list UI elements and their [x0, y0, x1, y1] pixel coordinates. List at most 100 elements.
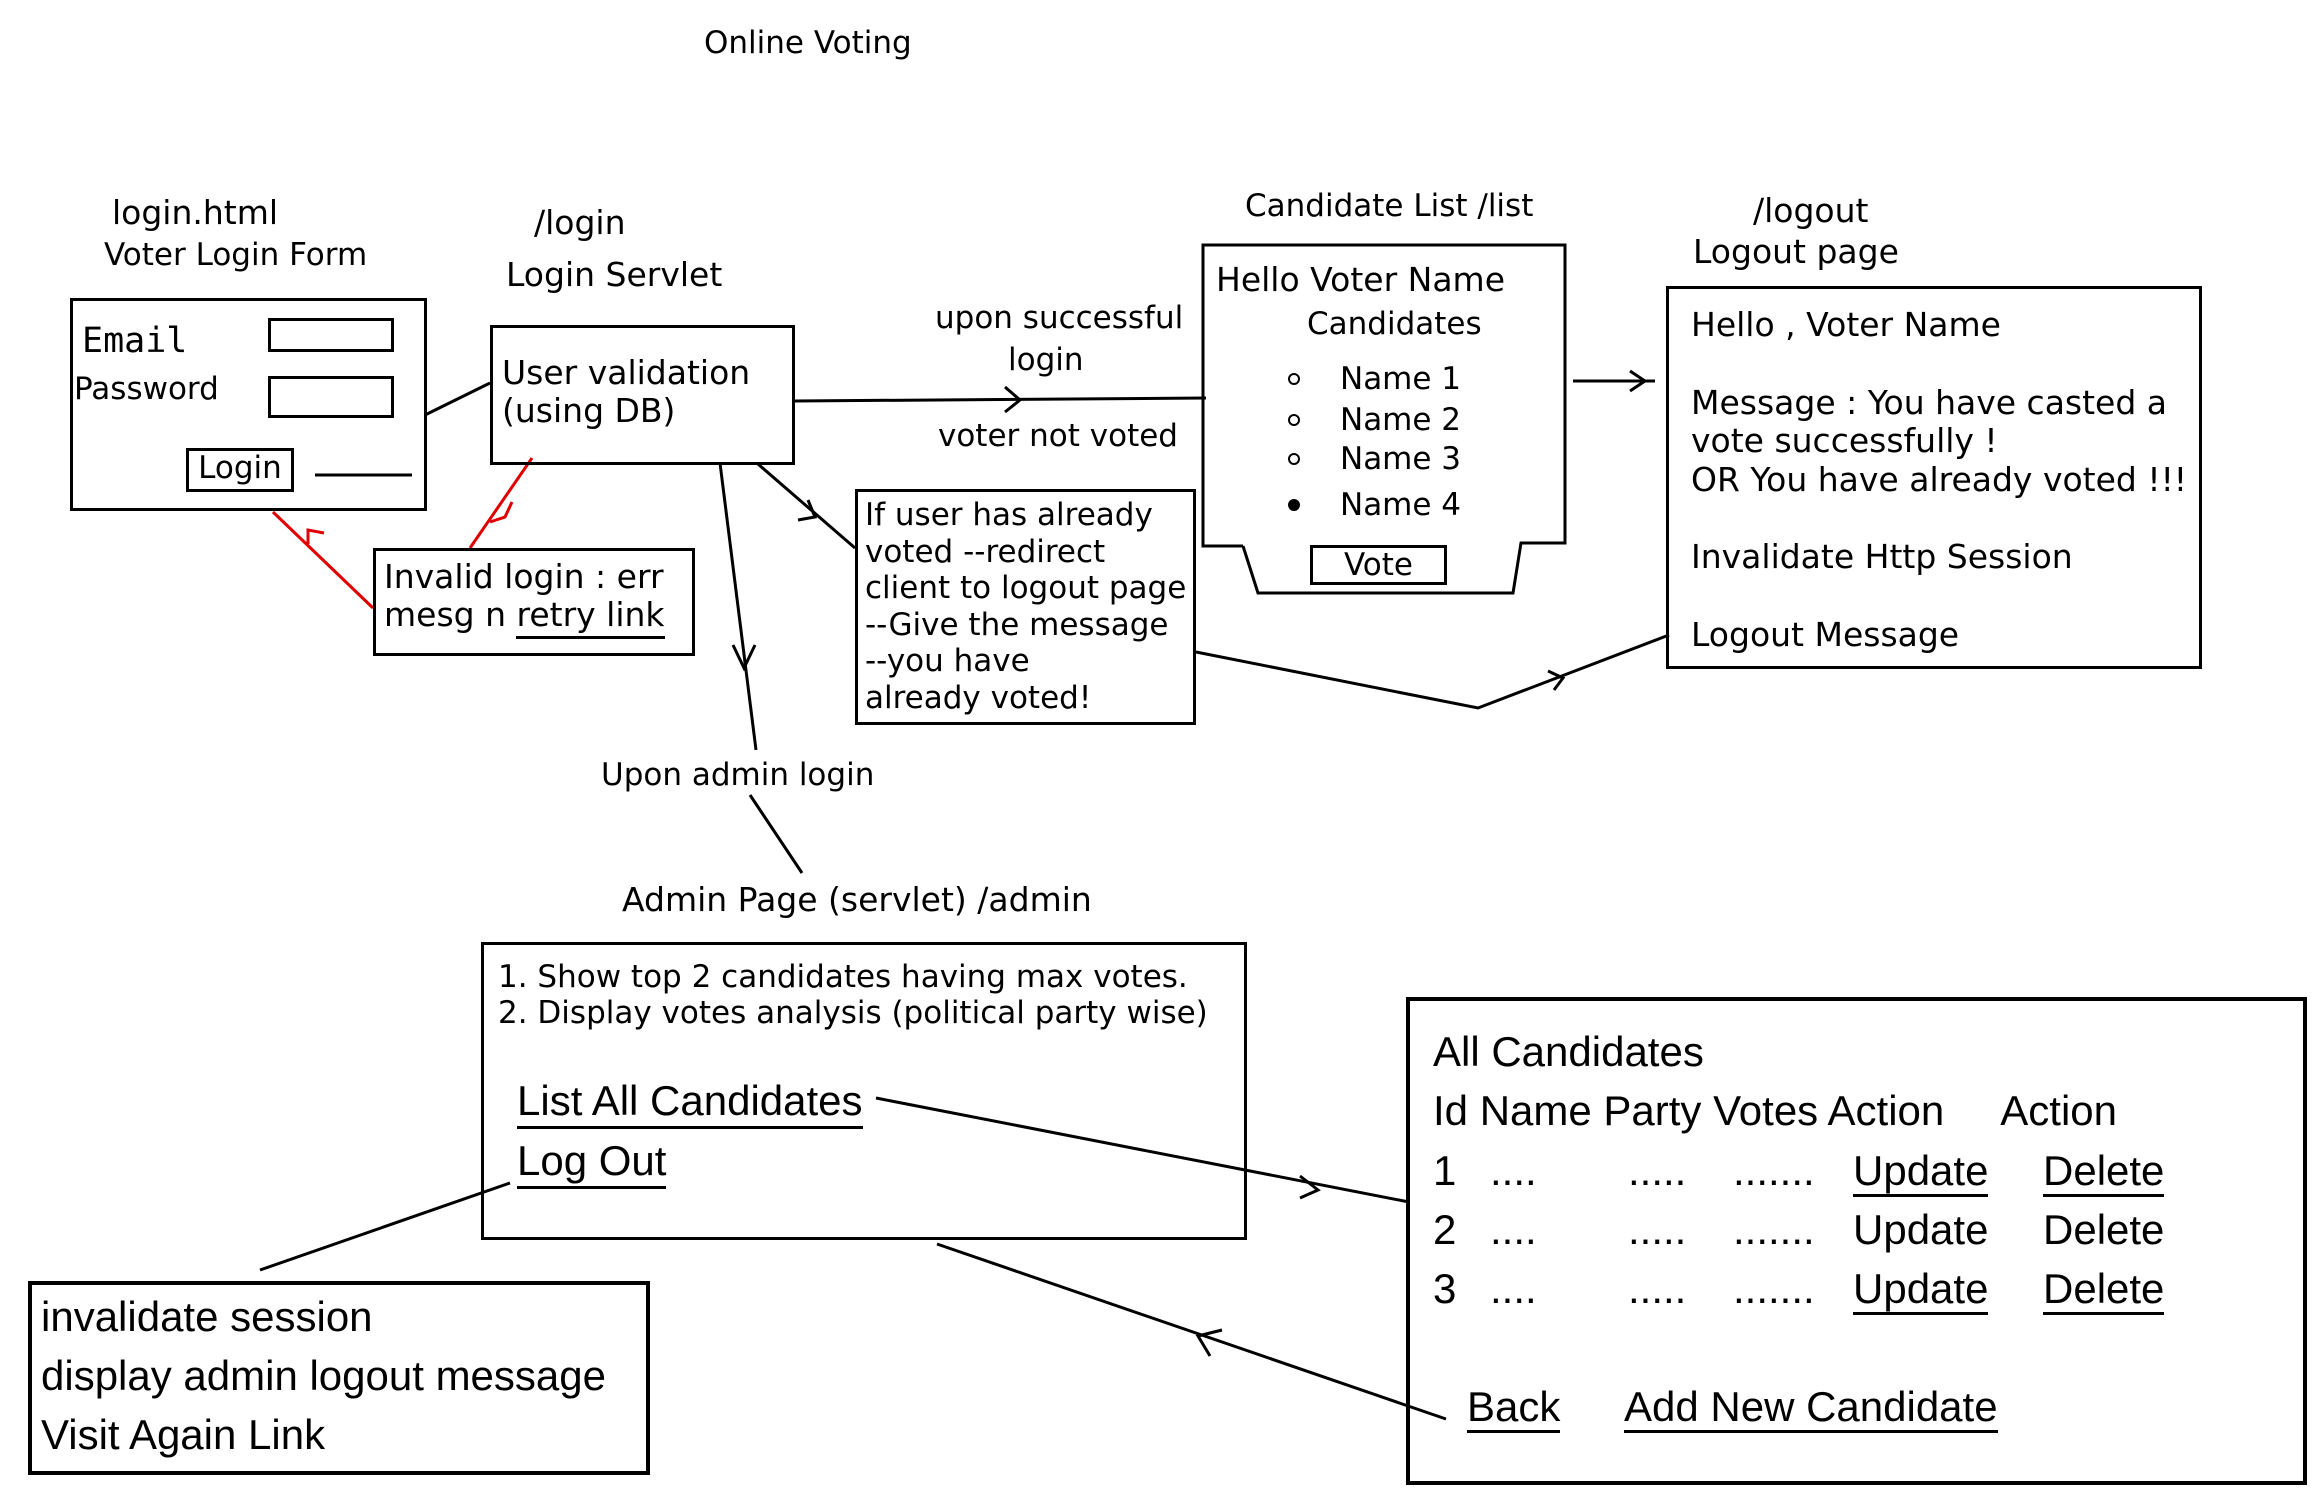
update-link[interactable]: Update — [1853, 1150, 1989, 1197]
edge-admin-to-back — [936, 1242, 1447, 1421]
invalid-login-line-2: mesg n retry link — [384, 595, 665, 639]
row-id: 3 — [1433, 1265, 1457, 1312]
candidate-list-caption: Candidate List /list — [1245, 188, 1534, 224]
admin-logout-link[interactable]: Log Out — [517, 1137, 667, 1189]
admin-page-box — [481, 942, 1247, 1240]
row-votes: ....... — [1733, 1147, 1815, 1194]
admin-logout-line-2: display admin logout message — [41, 1352, 606, 1399]
candidate-list-heading: Candidates — [1307, 306, 1482, 342]
edge-label-success-2: login — [1008, 342, 1084, 378]
option-4-label: Name 4 — [1340, 487, 1462, 523]
row-id: 2 — [1433, 1206, 1457, 1253]
servlet-line-2: (using DB) — [502, 391, 676, 430]
edge-list-to-all-candidates — [875, 1096, 1410, 1204]
admin-page-caption: Admin Page (servlet) /admin — [622, 880, 1092, 919]
arrowhead-list — [1004, 385, 1023, 414]
logout-caption: Logout page — [1693, 232, 1899, 271]
arrowhead-back — [1195, 1328, 1223, 1357]
edge-already-voted-to-logout — [1195, 633, 1670, 710]
edge-admin-label-to-page — [748, 794, 804, 874]
row-name: .... — [1490, 1206, 1537, 1253]
password-label: Password — [74, 371, 219, 407]
page-title: Online Voting — [704, 25, 912, 61]
login-form-box — [70, 298, 427, 511]
retry-link[interactable]: retry link — [516, 595, 665, 639]
edge-servlet-to-admin — [718, 462, 758, 751]
vote-button[interactable]: Vote — [1310, 545, 1447, 585]
logout-greeting: Hello , Voter Name — [1691, 305, 2001, 344]
row-votes: ....... — [1733, 1206, 1815, 1253]
delete-link[interactable]: Delete — [2043, 1268, 2165, 1315]
row-votes: ....... — [1733, 1265, 1815, 1312]
delete-link[interactable]: Delete — [2043, 1150, 2165, 1197]
radio-option-2[interactable] — [1288, 414, 1300, 426]
option-3-label: Name 3 — [1340, 441, 1462, 477]
login-servlet-box — [490, 325, 795, 465]
radio-option-3[interactable] — [1288, 453, 1300, 465]
radio-option-4-selected[interactable] — [1288, 499, 1300, 511]
password-field[interactable] — [268, 376, 394, 418]
email-label: Email — [82, 321, 188, 361]
row-id: 1 — [1433, 1147, 1457, 1194]
candidate-list-greeting: Hello Voter Name — [1216, 260, 1505, 299]
invalid-login-line-1: Invalid login : err — [384, 557, 664, 596]
admin-item-1: 1. Show top 2 candidates having max vote… — [498, 959, 1188, 995]
logout-message-3: OR You have already voted !!! — [1691, 460, 2188, 499]
row-party: ..... — [1628, 1206, 1687, 1253]
arrowhead-already-voted — [797, 499, 818, 522]
arrowhead-already-to-logout — [1547, 669, 1566, 691]
servlet-line-1: User validation — [502, 353, 751, 392]
already-voted-line: --Give the message — [865, 606, 1169, 643]
edge-logout-to-admin-logout — [259, 1181, 511, 1272]
admin-logout-box — [28, 1281, 650, 1475]
row-party: ..... — [1628, 1147, 1687, 1194]
already-voted-line: client to logout page — [865, 570, 1187, 606]
arrowhead-all-candidates — [1299, 1174, 1321, 1200]
logout-message-1: Message : You have casted a — [1691, 383, 2168, 422]
update-link[interactable]: Update — [1853, 1268, 1989, 1315]
edge-servlet-to-already-voted — [757, 462, 856, 550]
login-button[interactable]: Login — [186, 448, 294, 492]
admin-logout-line-3: Visit Again Link — [41, 1411, 326, 1458]
edge-form-to-servlet — [424, 381, 491, 417]
already-voted-line: If user has already — [865, 497, 1153, 533]
logout-page-box — [1666, 286, 2202, 669]
logout-final-message: Logout Message — [1691, 615, 1960, 654]
already-voted-line: --you have — [865, 643, 1030, 679]
add-new-candidate-link[interactable]: Add New Candidate — [1624, 1386, 1998, 1433]
all-candidates-headers: Id Name Party Votes Action Action — [1433, 1087, 2118, 1134]
login-form-caption: Voter Login Form — [104, 237, 368, 273]
row-party: ..... — [1628, 1265, 1687, 1312]
logout-invalidate: Invalidate Http Session — [1691, 537, 2073, 576]
delete-link[interactable]: Delete — [2043, 1206, 2165, 1253]
invalid-login-text: mesg n — [384, 595, 517, 634]
login-servlet-path: /login — [534, 203, 626, 242]
edge-invalid-to-form — [271, 510, 375, 610]
already-voted-box — [855, 489, 1196, 725]
list-all-candidates-link[interactable]: List All Candidates — [517, 1077, 863, 1129]
login-servlet-caption: Login Servlet — [506, 255, 723, 294]
edge-servlet-to-invalid — [468, 457, 534, 549]
email-field[interactable] — [268, 318, 394, 352]
update-link[interactable]: Update — [1853, 1206, 1989, 1253]
option-1-label: Name 1 — [1340, 361, 1462, 397]
edge-label-admin-login: Upon admin login — [601, 757, 875, 793]
already-voted-line: already voted! — [865, 679, 1092, 716]
admin-logout-line-1: invalidate session — [41, 1293, 373, 1340]
already-voted-line: voted --redirect — [865, 533, 1106, 570]
admin-logout-label: Log Out — [517, 1137, 667, 1189]
arrowhead-logout — [1629, 369, 1648, 393]
radio-option-1[interactable] — [1288, 373, 1300, 385]
edge-servlet-to-list — [794, 396, 1207, 403]
edge-label-not-voted: voter not voted — [938, 418, 1178, 454]
back-link[interactable]: Back — [1467, 1386, 1561, 1433]
invalid-login-box — [373, 548, 695, 656]
all-candidates-box — [1406, 997, 2307, 1485]
row-name: .... — [1490, 1265, 1537, 1312]
logout-message-2: vote successfully ! — [1691, 421, 1998, 460]
already-voted-text: If user has already voted --redirect cli… — [865, 497, 1186, 716]
all-candidates-title: All Candidates — [1433, 1028, 1704, 1075]
admin-item-2: 2. Display votes analysis (political par… — [498, 995, 1208, 1031]
